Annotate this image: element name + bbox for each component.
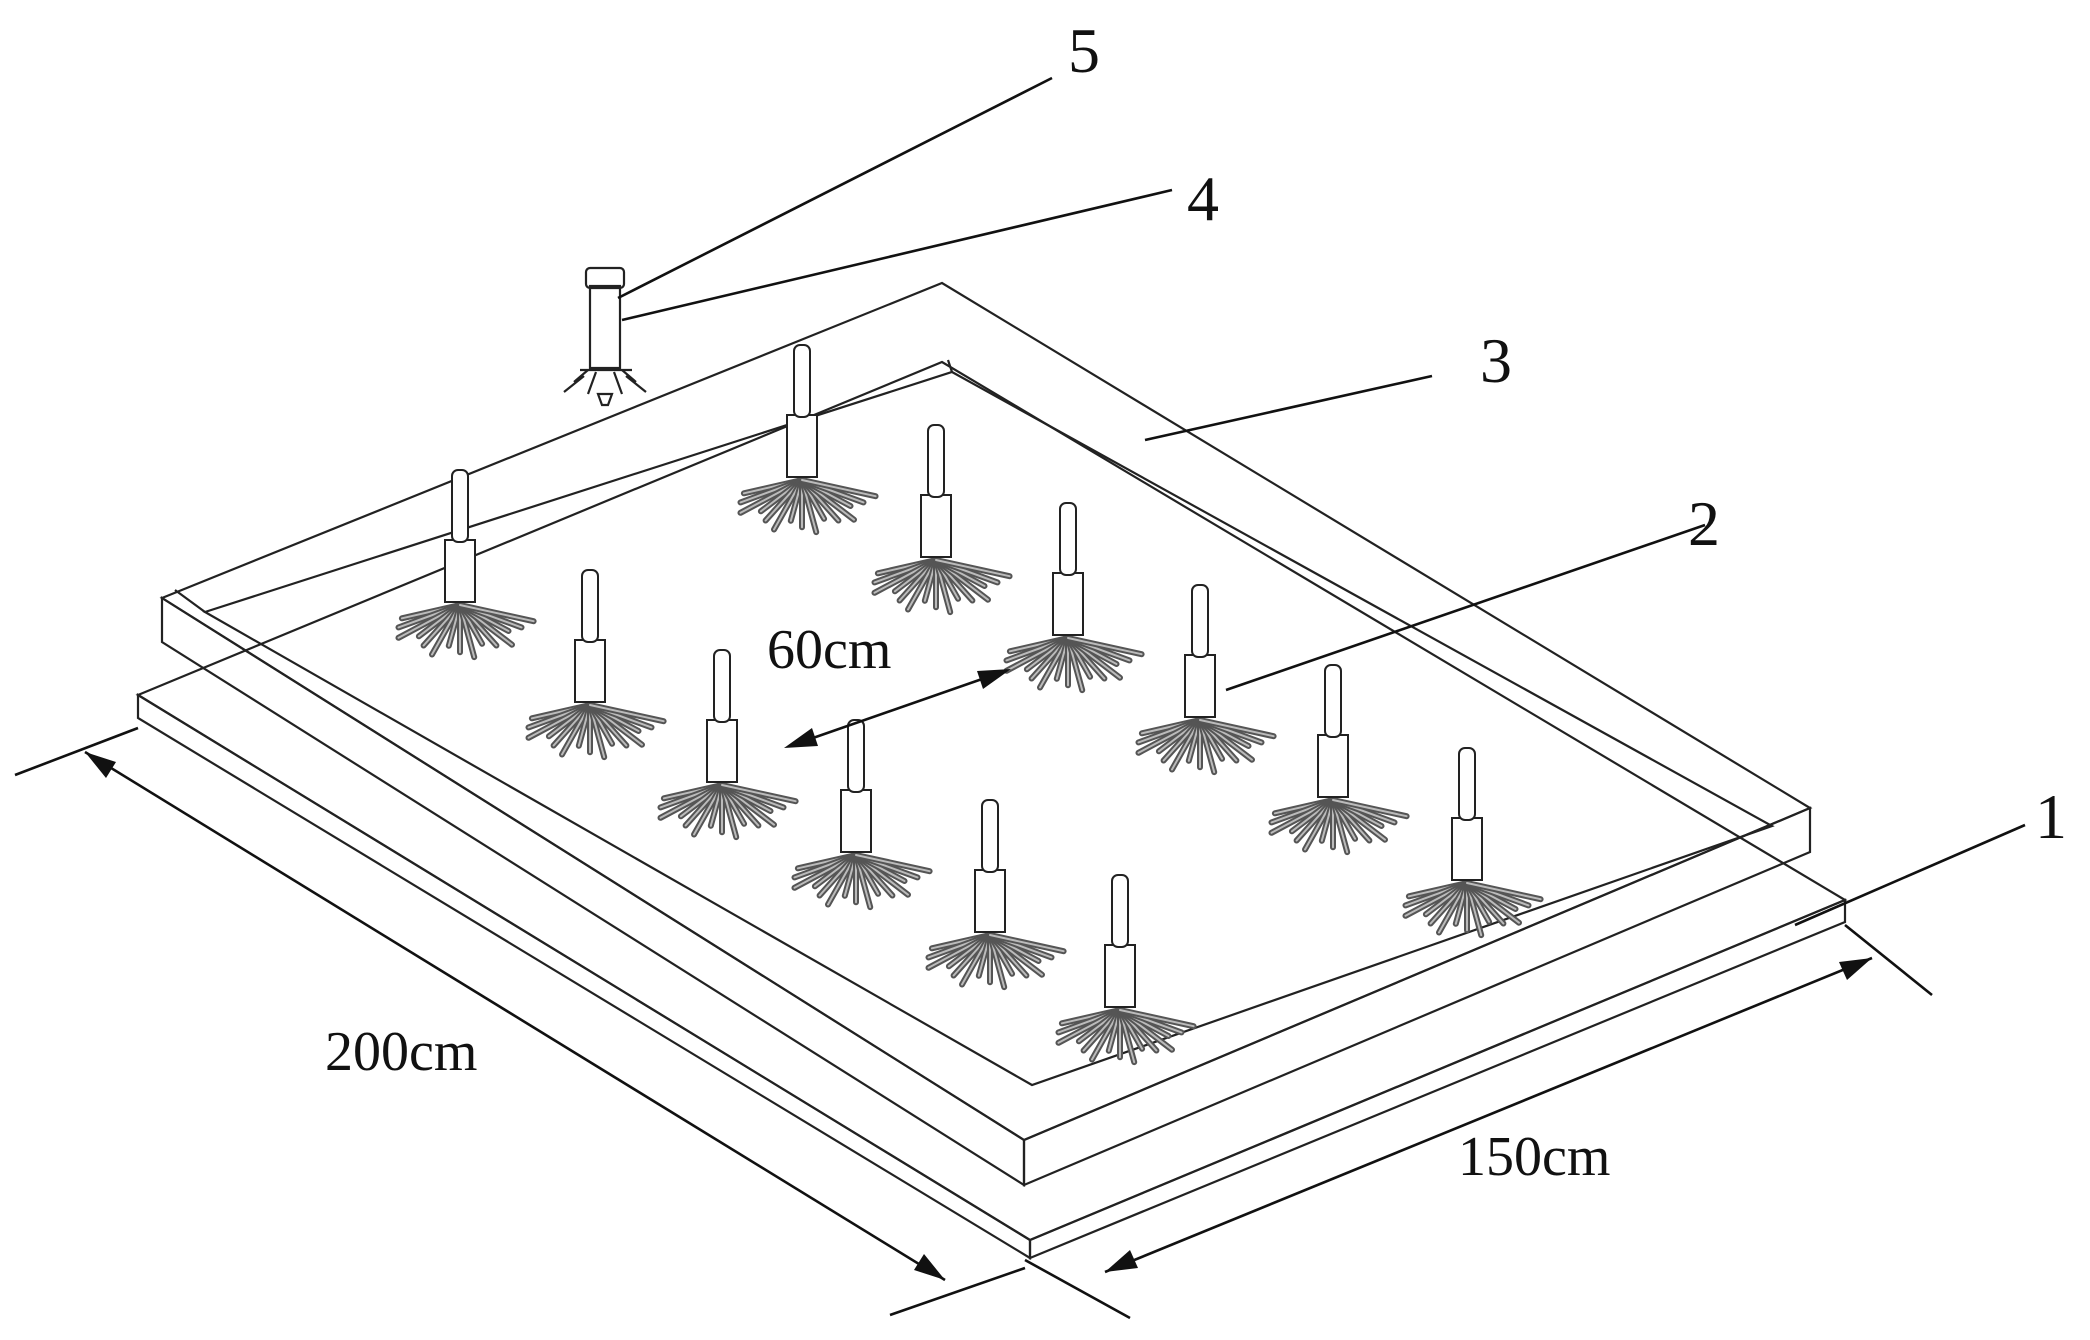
plant-collar — [920, 494, 952, 558]
plant-2 — [737, 344, 879, 536]
width-arrowhead-end — [1839, 958, 1872, 980]
base-plate — [135, 360, 1848, 1260]
length-extension-left — [14, 726, 139, 777]
plant-8 — [1268, 664, 1410, 856]
width-dimension-line — [1104, 956, 1873, 1274]
length-label: 200cm — [325, 1021, 477, 1083]
spacing-arrow-line — [789, 669, 1006, 748]
plant-roots — [657, 782, 799, 841]
width-extension-right — [1844, 923, 1933, 997]
plant-collar — [574, 639, 606, 703]
plant-group — [395, 344, 1544, 1066]
plant-stem — [581, 569, 599, 643]
tray-inner-floor — [202, 370, 1775, 1087]
plant-collar — [786, 414, 818, 478]
plant-7 — [657, 649, 799, 841]
nozzle-cap — [584, 266, 626, 290]
part-label-1: 1 — [2035, 781, 2067, 852]
plant-collar — [706, 719, 738, 783]
part-labels: 5 4 3 2 1 — [1068, 15, 2067, 852]
length-arrowhead-start — [85, 752, 116, 778]
part-label-4: 4 — [1187, 163, 1219, 234]
tray — [159, 281, 1813, 1187]
plant-roots — [395, 602, 537, 661]
tray-wall-right — [1022, 806, 1812, 1187]
plant-12 — [1055, 874, 1197, 1066]
plant-collar — [1184, 654, 1216, 718]
plant-collar — [444, 539, 476, 603]
base-plate-front-left — [136, 693, 1032, 1260]
plant-stem — [927, 424, 945, 498]
plant-collar — [1451, 817, 1483, 881]
plant-stem — [1324, 664, 1342, 738]
plant-roots — [925, 932, 1067, 991]
nozzle-head — [573, 369, 637, 407]
plant-roots — [1135, 717, 1277, 776]
plant-11 — [925, 799, 1067, 991]
part-label-5: 5 — [1068, 15, 1100, 86]
plant-9 — [791, 719, 933, 911]
spacing-arrowhead-right — [977, 669, 1011, 689]
plant-stem — [1111, 874, 1129, 948]
plant-collar — [974, 869, 1006, 933]
plant-collar — [1052, 572, 1084, 636]
base-plate-front-right — [1028, 898, 1847, 1260]
plant-collar — [1317, 734, 1349, 798]
width-label: 150cm — [1458, 1126, 1610, 1188]
plant-roots — [525, 702, 667, 761]
plant-roots — [1003, 635, 1145, 694]
leader-5 — [617, 76, 1053, 300]
plant-stem — [981, 799, 999, 873]
dimension-spacing: 60cm — [767, 619, 1011, 748]
tray-inner-corner-left — [174, 589, 206, 613]
nozzle-arms — [563, 375, 647, 393]
width-arrowhead-start — [1105, 1250, 1138, 1272]
nozzle-body — [588, 284, 622, 370]
plant-stem — [1458, 747, 1476, 821]
plant-3 — [871, 424, 1013, 616]
part-label-3: 3 — [1480, 325, 1512, 396]
dimension-length: 200cm — [14, 726, 1026, 1317]
length-dimension-line — [84, 750, 946, 1282]
leader-4 — [621, 188, 1173, 322]
length-arrowhead-end — [914, 1254, 945, 1280]
leader-lines — [617, 76, 2026, 927]
plant-roots — [1402, 880, 1544, 939]
length-extension-right — [889, 1266, 1026, 1317]
leader-2 — [1225, 523, 1706, 692]
spacing-label: 60cm — [767, 619, 891, 681]
plant-roots — [791, 852, 933, 911]
plant-5 — [1003, 502, 1145, 694]
leader-3 — [1144, 374, 1433, 442]
plant-stem — [847, 719, 865, 793]
plant-roots — [737, 477, 879, 536]
part-label-2: 2 — [1688, 488, 1720, 559]
plant-roots — [1268, 797, 1410, 856]
leader-1 — [1794, 823, 2026, 927]
tray-inner-corner-back — [946, 359, 954, 373]
plant-collar — [1104, 944, 1136, 1008]
plant-stem — [1059, 502, 1077, 576]
plant-roots — [871, 557, 1013, 616]
plant-6 — [1135, 584, 1277, 776]
tray-outer-top — [159, 281, 1813, 1142]
plant-4 — [525, 569, 667, 761]
spacing-arrowhead-left — [784, 728, 818, 748]
width-extension-left — [1024, 1258, 1131, 1320]
plant-stem — [793, 344, 811, 418]
plant-stem — [451, 469, 469, 543]
plant-stem — [713, 649, 731, 723]
sprinkler-nozzle — [563, 266, 647, 407]
plant-10 — [1402, 747, 1544, 939]
plant-stem — [1191, 584, 1209, 658]
dimension-width: 150cm — [1024, 923, 1933, 1320]
plant-roots — [1055, 1007, 1197, 1066]
plant-1 — [395, 469, 537, 661]
plant-collar — [840, 789, 872, 853]
